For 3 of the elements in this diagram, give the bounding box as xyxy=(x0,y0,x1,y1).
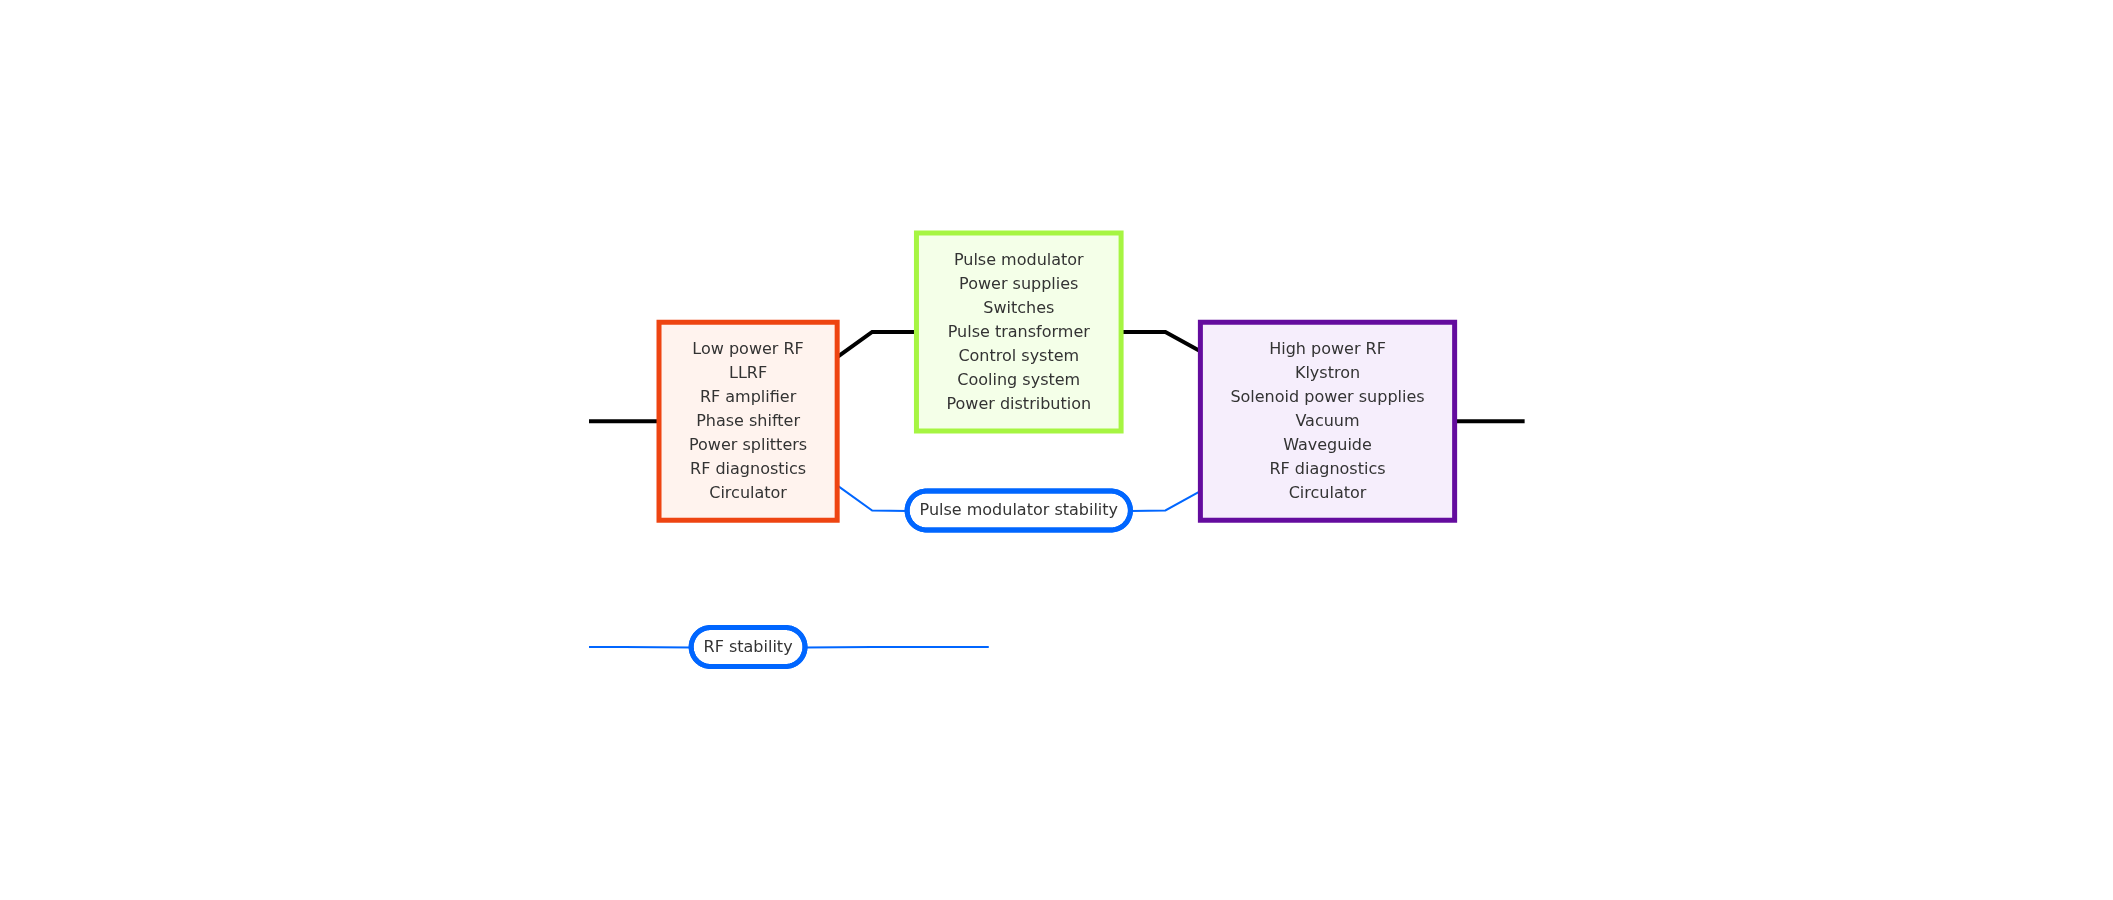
node-box: Pulse modulator Power supplies Switches Pulse transformer Control system Cooling system Power distribution xyxy=(913,230,1124,434)
node-box: Low power RF LLRF RF amplifier Phase shifter Power splitters RF diagnostics Circulator xyxy=(656,320,840,523)
node-box: High power RF Klystron Solenoid power supplies Vacuum Waveguide RF diagnostics Circulator xyxy=(1197,320,1457,523)
